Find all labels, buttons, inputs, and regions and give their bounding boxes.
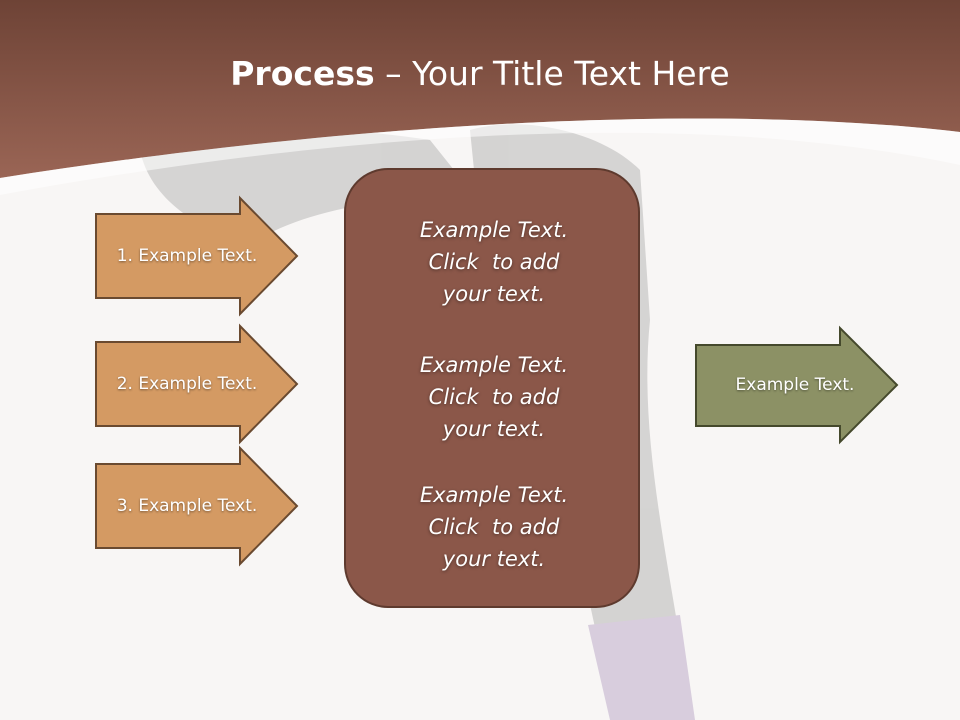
title-rest: – Your Title Text Here xyxy=(374,54,730,93)
page-title: Process – Your Title Text Here xyxy=(0,52,960,96)
block-line: Click to add xyxy=(428,385,560,409)
center-block-3: Example Text. Click to add your text. xyxy=(346,479,642,575)
block-line: Example Text. xyxy=(419,353,569,377)
block-line: Example Text. xyxy=(419,218,569,242)
arrow-shape-2 xyxy=(95,323,299,445)
block-line: your text. xyxy=(442,417,546,441)
block-line: your text. xyxy=(442,547,546,571)
arrow-shape-1 xyxy=(95,195,299,317)
arrow-shape-right xyxy=(695,325,899,445)
center-text-box: Example Text. Click to add your text. Ex… xyxy=(344,168,640,608)
arrow-label-1: 1. Example Text. xyxy=(116,246,258,266)
block-line: Example Text. xyxy=(419,483,569,507)
block-line: Click to add xyxy=(428,515,560,539)
center-block-2: Example Text. Click to add your text. xyxy=(346,349,642,445)
block-line: Click to add xyxy=(428,250,560,274)
header-band xyxy=(0,0,960,178)
arrow-label-2: 2. Example Text. xyxy=(116,374,258,394)
header-swoosh xyxy=(0,118,960,195)
arrow-shape-3 xyxy=(95,445,299,567)
arrow-label-right: Example Text. xyxy=(735,375,855,395)
title-bold: Process xyxy=(230,54,375,93)
center-block-1: Example Text. Click to add your text. xyxy=(346,214,642,310)
block-line: your text. xyxy=(442,282,546,306)
arrow-label-3: 3. Example Text. xyxy=(116,496,258,516)
